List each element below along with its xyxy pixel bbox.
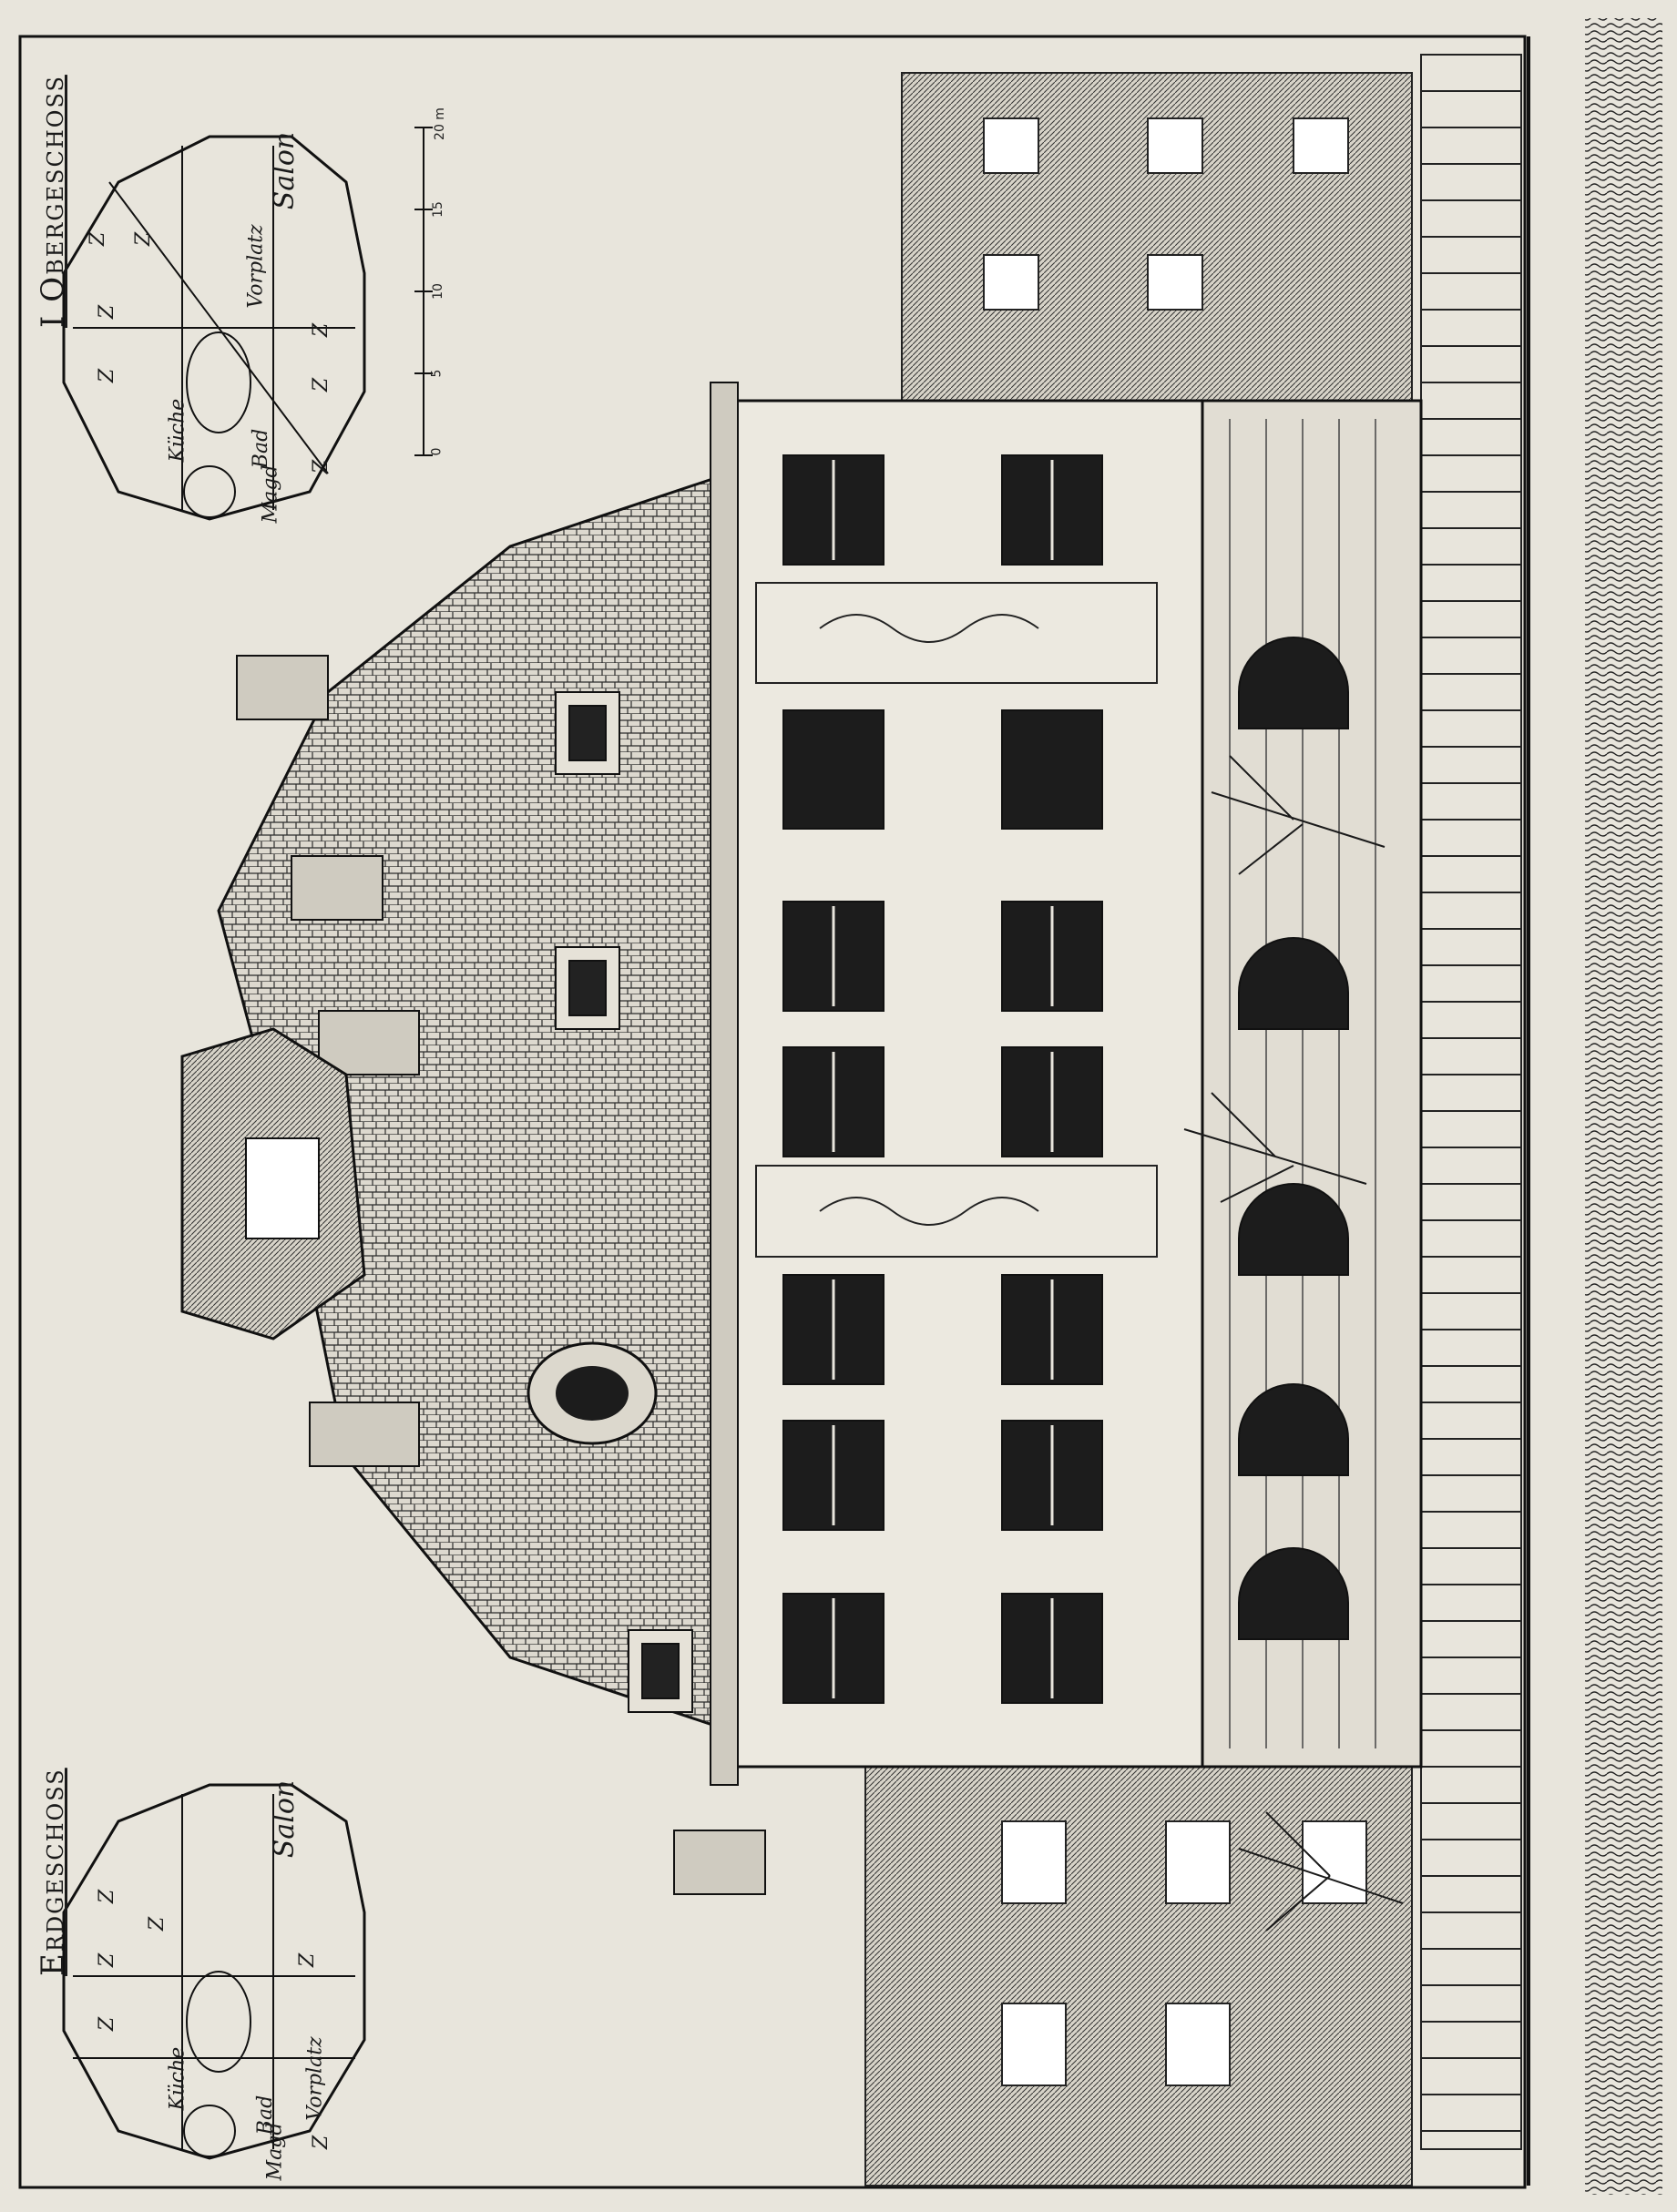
- scale-tick-0: 0: [429, 447, 445, 456]
- scale-bar: [414, 127, 433, 456]
- ground-room-z5: Z: [296, 1952, 320, 1968]
- trees: [1183, 755, 1404, 1932]
- villa-facade: [180, 382, 1423, 1932]
- upper-kueche-label: Küche: [166, 398, 189, 463]
- ground-vorplatz-label: Vorplatz: [303, 2036, 327, 2121]
- upper-room-z4: Z: [96, 368, 119, 383]
- cornice: [710, 382, 739, 1786]
- ornament-panels: [755, 582, 1158, 1258]
- scale-tick-20: 20 m: [432, 107, 447, 140]
- plan-upper-floor: [62, 135, 366, 521]
- upper-room-z1: Z: [87, 231, 110, 247]
- upper-room-z6: Z: [310, 377, 333, 392]
- ground-floor-title: Erdgeschoss: [35, 1768, 71, 1976]
- upper-bad-label: Bad: [250, 428, 273, 469]
- grass-strip: [1585, 18, 1662, 2195]
- ground-room-z1: Z: [96, 1889, 119, 1904]
- scale-tick-10: 10: [430, 283, 445, 300]
- scale-tick-15: 15: [430, 201, 445, 218]
- dormers: [555, 691, 693, 1713]
- ground-room-z4: Z: [96, 2016, 119, 2032]
- cartouche-window: [527, 1341, 658, 1445]
- ground-room-z3: Z: [146, 1916, 169, 1932]
- belvedere-tower: [180, 1027, 366, 1340]
- ground-magd-label: Magd: [263, 2122, 287, 2181]
- ground-floor-windows: [1238, 637, 1349, 1640]
- plan-ground-floor: [62, 1783, 366, 2160]
- upper-magd-label: Magd: [259, 464, 282, 524]
- plate-frame: [18, 35, 1527, 2189]
- upper-floor-title: I Obergeschoss: [35, 75, 71, 328]
- ground-room-z2: Z: [96, 1952, 119, 1968]
- upper-room-z2: Z: [132, 231, 156, 247]
- upper-room-z3: Z: [96, 304, 119, 320]
- upper-room-z5: Z: [310, 322, 333, 338]
- ground-room-z6: Z: [310, 2135, 333, 2150]
- neighbour-building-bottom: [864, 1748, 1413, 2187]
- ground-floor-band: [1201, 399, 1423, 1769]
- upper-room-z7: Z: [310, 459, 333, 474]
- neighbour-building-top: [901, 72, 1413, 402]
- scale-tick-5: 5: [429, 369, 445, 378]
- ground-salon-label: Salon: [269, 1779, 302, 1859]
- upper-salon-label: Salon: [269, 131, 302, 210]
- iron-fence: [1420, 54, 1522, 2150]
- ground-kueche-label: Küche: [166, 2046, 189, 2111]
- chimneys: [236, 655, 766, 1895]
- upper-vorplatz-label: Vorplatz: [244, 224, 268, 309]
